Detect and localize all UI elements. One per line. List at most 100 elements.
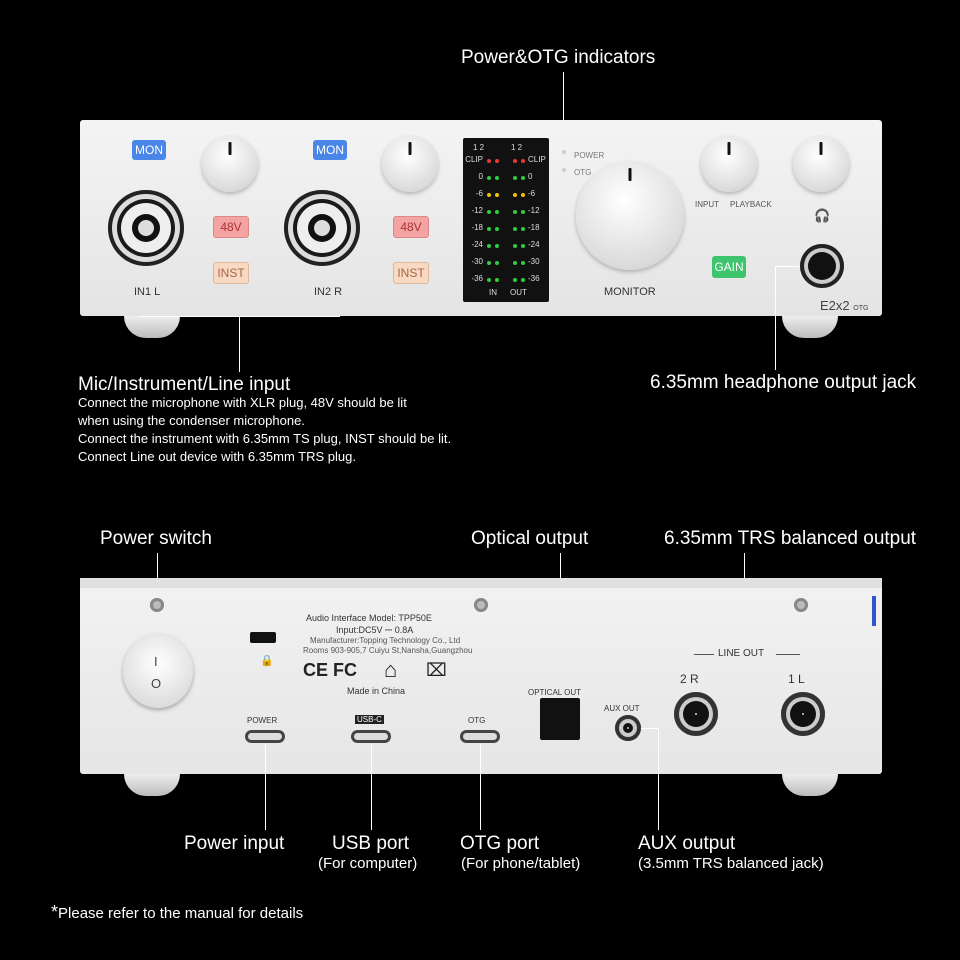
meter-led — [513, 159, 517, 163]
headphone-knob[interactable] — [793, 136, 849, 192]
combo-jack-in2[interactable] — [284, 190, 360, 266]
input-label: INPUT — [695, 200, 719, 209]
leader-line — [239, 316, 240, 372]
meter-label-right: 0 — [528, 172, 533, 181]
callout-mic-input-title: Mic/Instrument/Line input — [78, 374, 291, 395]
phantom-48v-button-2[interactable]: 48V — [393, 216, 429, 238]
meter-led — [487, 227, 491, 231]
power-switch[interactable]: I O — [123, 634, 193, 708]
out-1l-label: 1 L — [788, 672, 805, 686]
meter-label-left: -30 — [471, 257, 483, 266]
meter-led — [513, 210, 517, 214]
meter-led — [513, 193, 517, 197]
meter-led — [521, 210, 525, 214]
leader-line — [658, 728, 659, 830]
meter-led — [521, 159, 525, 163]
aux-out-label: AUX OUT — [604, 704, 640, 713]
back-panel: 🔒 — [80, 578, 882, 774]
power-usbc-port[interactable] — [245, 730, 285, 743]
playback-label: PLAYBACK — [730, 200, 772, 209]
optical-output-port[interactable] — [540, 698, 580, 740]
leader-line — [641, 728, 659, 729]
leader-line — [775, 266, 799, 267]
meter-led — [513, 227, 517, 231]
combo-jack-in1[interactable] — [108, 190, 184, 266]
inst-button-1[interactable]: INST — [213, 262, 249, 284]
callout-trs-balanced-output: 6.35mm TRS balanced output — [664, 528, 917, 549]
meter-led — [495, 278, 499, 282]
callout-usb-port-sub: (For computer) — [318, 855, 418, 872]
gain-knob-1[interactable] — [202, 136, 258, 192]
otg-port-label: OTG — [468, 716, 486, 725]
device-info-line2: Input:DC5V ⎓ 0.8A — [336, 625, 414, 635]
monitor-knob[interactable] — [576, 162, 684, 270]
footnote: *Please refer to the manual for details — [51, 902, 304, 922]
callout-power-otg-indicators: Power&OTG indicators — [461, 47, 656, 68]
in1-label: IN1 L — [134, 286, 161, 298]
meter-led — [487, 176, 491, 180]
otg-led-label: OTG — [574, 168, 592, 177]
leader-line — [563, 72, 564, 142]
meter-led — [521, 193, 525, 197]
meter-label-right: -24 — [528, 240, 540, 249]
meter-label-right: -6 — [528, 189, 536, 198]
meter-row: -18-18 — [463, 223, 549, 235]
out-2r-label: 2 R — [680, 672, 699, 686]
meter-led — [495, 227, 499, 231]
inst-button-2[interactable]: INST — [393, 262, 429, 284]
kensington-lock-icon — [250, 632, 276, 643]
callout-otg-port: OTG port — [460, 833, 540, 854]
line-out-2r-jack[interactable] — [674, 692, 718, 736]
otg-usbc-port[interactable] — [460, 730, 500, 743]
meter-label-right: -18 — [528, 223, 540, 232]
power-port-label: POWER — [247, 716, 278, 725]
meter-led — [487, 244, 491, 248]
made-in-label: Made in China — [347, 686, 406, 696]
mon-button-1[interactable]: MON — [132, 140, 166, 160]
callout-otg-port-sub: (For phone/tablet) — [461, 855, 581, 872]
usbc-label: USB-C — [355, 715, 384, 724]
meter-label-right: -30 — [528, 257, 540, 266]
line-out-1l-jack[interactable] — [781, 692, 825, 736]
gain-button[interactable]: GAIN — [712, 256, 746, 278]
gain-knob-2[interactable] — [382, 136, 438, 192]
weee-icon: ⌧ — [426, 660, 447, 680]
callout-power-input: Power input — [184, 833, 285, 854]
meter-led — [495, 176, 499, 180]
meter-led — [521, 227, 525, 231]
meter-row: -30 -30 — [463, 257, 549, 269]
callout-power-switch: Power switch — [100, 528, 212, 549]
usb-computer-port[interactable] — [351, 730, 391, 743]
callout-aux-output-sub: (3.5mm TRS balanced jack) — [638, 855, 824, 872]
meter-led — [521, 176, 525, 180]
meter-label-right: -12 — [528, 206, 540, 215]
mon-button-2[interactable]: MON — [313, 140, 347, 160]
input-playback-knob[interactable] — [701, 136, 757, 192]
foot — [782, 774, 838, 796]
meter-row: -12 -12 — [463, 206, 549, 218]
house-icon: ⌂ — [384, 657, 398, 682]
meter-label-right: -36 — [528, 274, 540, 283]
power-led — [562, 150, 566, 154]
aux-output-jack[interactable] — [615, 715, 641, 741]
phantom-48v-button-1[interactable]: 48V — [213, 216, 249, 238]
meter-led — [513, 261, 517, 265]
meter-label-left: -12 — [471, 206, 483, 215]
meter-row: -36-36 — [463, 274, 549, 286]
leader-line — [265, 744, 266, 830]
meter-led — [487, 210, 491, 214]
callout-optical-output: Optical output — [471, 528, 589, 549]
lock-icon: 🔒 — [260, 655, 274, 667]
meter-led — [495, 210, 499, 214]
device-info-line1: Audio Interface Model: TPP50E — [306, 613, 432, 623]
headphone-jack[interactable] — [800, 244, 844, 288]
meter-channels: 1 2 1 2 — [473, 143, 523, 152]
foot — [124, 316, 180, 338]
optical-out-label: OPTICAL OUT — [528, 688, 582, 697]
meter-led — [487, 159, 491, 163]
power-led-label: POWER — [574, 151, 605, 160]
screw — [150, 598, 164, 612]
